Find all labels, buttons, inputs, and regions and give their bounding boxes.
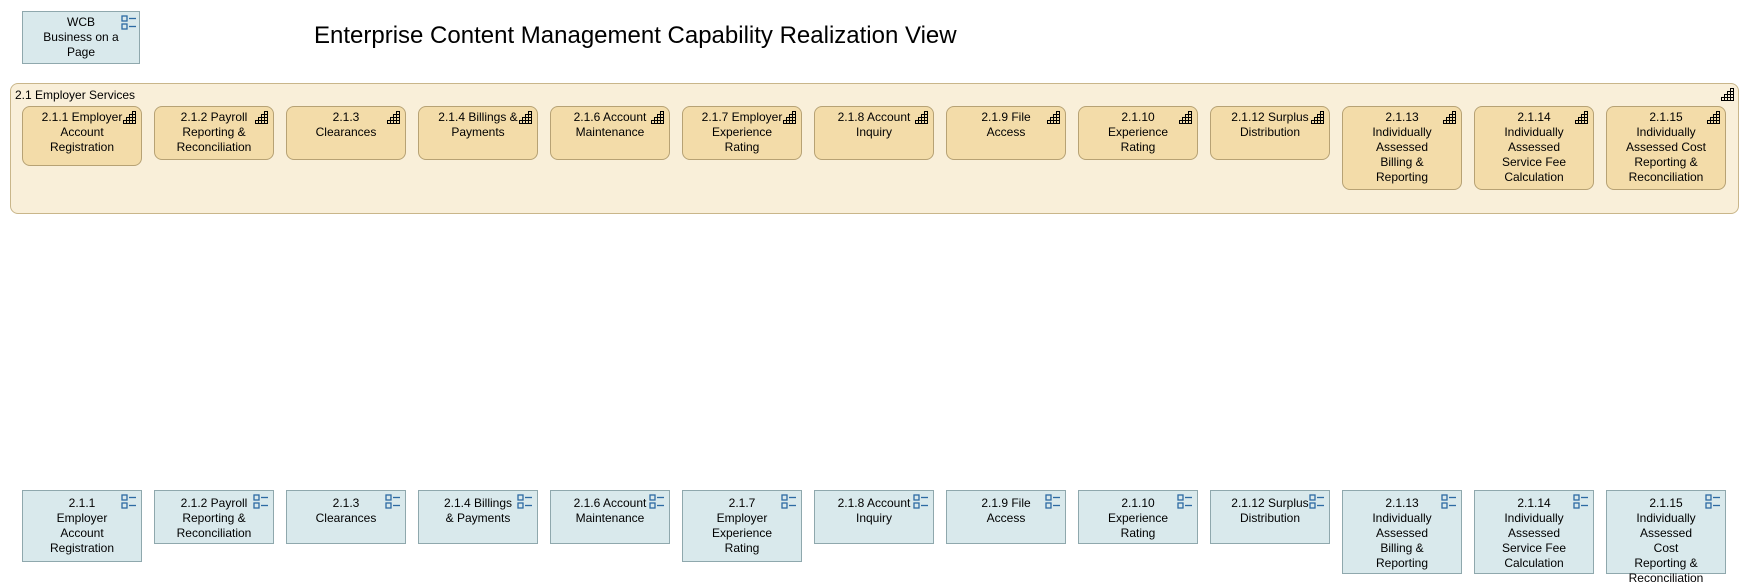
view-reference-box[interactable]: 2.1.1 Employer Account Registration [22, 490, 142, 562]
view-reference-label: WCB Business on a Page [43, 15, 119, 59]
view-reference-box[interactable]: 2.1.2 Payroll Reporting & Reconciliation [154, 490, 274, 544]
capability-icon [123, 111, 136, 124]
view-reference-icon [1705, 494, 1720, 509]
view-reference-label: 2.1.2 Payroll Reporting & Reconciliation [176, 496, 252, 540]
view-reference-icon [1441, 494, 1456, 509]
view-reference-box[interactable]: 2.1.13 Individually Assessed Billing & R… [1342, 490, 1462, 574]
view-reference-box[interactable]: 2.1.14 Individually Assessed Service Fee… [1474, 490, 1594, 574]
view-reference-label: 2.1.14 Individually Assessed Service Fee… [1501, 496, 1567, 570]
capability-label: 2.1.7 Employer Experience Rating [701, 110, 783, 154]
capability-icon [519, 111, 532, 124]
capability-icon [1707, 111, 1720, 124]
view-reference-box[interactable]: 2.1.15 Individually Assessed Cost Report… [1606, 490, 1726, 585]
view-reference-icon [253, 494, 268, 509]
view-reference-label: 2.1.4 Billings & Payments [443, 496, 513, 525]
capability-box[interactable]: 2.1.9 File Access [946, 106, 1066, 160]
view-reference-label: 2.1.15 Individually Assessed Cost Report… [1628, 496, 1704, 585]
capability-label: 2.1.6 Account Maintenance [573, 110, 647, 139]
view-reference-label: 2.1.6 Account Maintenance [573, 496, 647, 525]
capability-label: 2.1.10 Experience Rating [1107, 110, 1169, 154]
view-reference-icon [121, 15, 136, 30]
view-reference-label: 2.1.13 Individually Assessed Billing & R… [1372, 496, 1432, 570]
capability-label: 2.1.1 Employer Account Registration [41, 110, 123, 154]
capability-icon [255, 111, 268, 124]
capability-label: 2.1.9 File Access [981, 110, 1031, 139]
capability-box[interactable]: 2.1.2 Payroll Reporting & Reconciliation [154, 106, 274, 160]
view-reference-icon [385, 494, 400, 509]
capability-box[interactable]: 2.1.10 Experience Rating [1078, 106, 1198, 160]
view-reference-icon [1045, 494, 1060, 509]
view-reference-icon [1177, 494, 1192, 509]
capability-icon [1179, 111, 1192, 124]
view-reference-label: 2.1.8 Account Inquiry [837, 496, 911, 525]
view-reference-box[interactable]: 2.1.6 Account Maintenance [550, 490, 670, 544]
diagram-title: Enterprise Content Management Capability… [314, 22, 957, 49]
capability-label: 2.1.12 Surplus Distribution [1231, 110, 1309, 139]
capability-box[interactable]: 2.1.7 Employer Experience Rating [682, 106, 802, 160]
view-reference-label: 2.1.7 Employer Experience Rating [711, 496, 773, 555]
capability-box[interactable]: 2.1.14 Individually Assessed Service Fee… [1474, 106, 1594, 190]
capability-icon [1721, 88, 1734, 101]
view-reference-icon [913, 494, 928, 509]
view-reference-box[interactable]: 2.1.3 Clearances [286, 490, 406, 544]
capability-icon [651, 111, 664, 124]
view-reference-box[interactable]: 2.1.7 Employer Experience Rating [682, 490, 802, 562]
capability-icon [1311, 111, 1324, 124]
view-reference-icon [1573, 494, 1588, 509]
view-reference-box[interactable]: 2.1.8 Account Inquiry [814, 490, 934, 544]
view-reference-icon [649, 494, 664, 509]
view-reference-box[interactable]: 2.1.4 Billings & Payments [418, 490, 538, 544]
group-label: 2.1 Employer Services [15, 88, 136, 102]
capability-label: 2.1.8 Account Inquiry [837, 110, 911, 139]
capability-label: 2.1.14 Individually Assessed Service Fee… [1501, 110, 1567, 184]
capability-box[interactable]: 2.1.3 Clearances [286, 106, 406, 160]
capability-icon [915, 111, 928, 124]
capability-box[interactable]: 2.1.8 Account Inquiry [814, 106, 934, 160]
capability-label: 2.1.15 Individually Assessed Cost Report… [1625, 110, 1707, 184]
view-reference-box[interactable]: 2.1.10 Experience Rating [1078, 490, 1198, 544]
capability-label: 2.1.13 Individually Assessed Billing & R… [1372, 110, 1432, 184]
view-reference-icon [121, 494, 136, 509]
capability-box[interactable]: 2.1.6 Account Maintenance [550, 106, 670, 160]
view-reference-label: 2.1.3 Clearances [315, 496, 377, 525]
view-reference-wcb-business[interactable]: WCB Business on a Page [22, 11, 140, 64]
view-reference-box[interactable]: 2.1.12 Surplus Distribution [1210, 490, 1330, 544]
view-reference-label: 2.1.12 Surplus Distribution [1231, 496, 1309, 525]
view-reference-label: 2.1.1 Employer Account Registration [49, 496, 115, 555]
capability-label: 2.1.3 Clearances [315, 110, 377, 139]
capability-icon [1443, 111, 1456, 124]
view-reference-icon [517, 494, 532, 509]
capability-box[interactable]: 2.1.4 Billings & Payments [418, 106, 538, 160]
capability-label: 2.1.4 Billings & Payments [438, 110, 518, 139]
view-reference-label: 2.1.9 File Access [981, 496, 1031, 525]
view-reference-icon [1309, 494, 1324, 509]
capability-icon [387, 111, 400, 124]
view-reference-icon [781, 494, 796, 509]
capability-icon [1047, 111, 1060, 124]
view-reference-box[interactable]: 2.1.9 File Access [946, 490, 1066, 544]
capability-label: 2.1.2 Payroll Reporting & Reconciliation [176, 110, 252, 154]
capability-box[interactable]: 2.1.15 Individually Assessed Cost Report… [1606, 106, 1726, 190]
capability-icon [783, 111, 796, 124]
view-reference-label: 2.1.10 Experience Rating [1107, 496, 1169, 540]
capability-icon [1575, 111, 1588, 124]
capability-box[interactable]: 2.1.13 Individually Assessed Billing & R… [1342, 106, 1462, 190]
capability-box[interactable]: 2.1.12 Surplus Distribution [1210, 106, 1330, 160]
capability-box[interactable]: 2.1.1 Employer Account Registration [22, 106, 142, 166]
